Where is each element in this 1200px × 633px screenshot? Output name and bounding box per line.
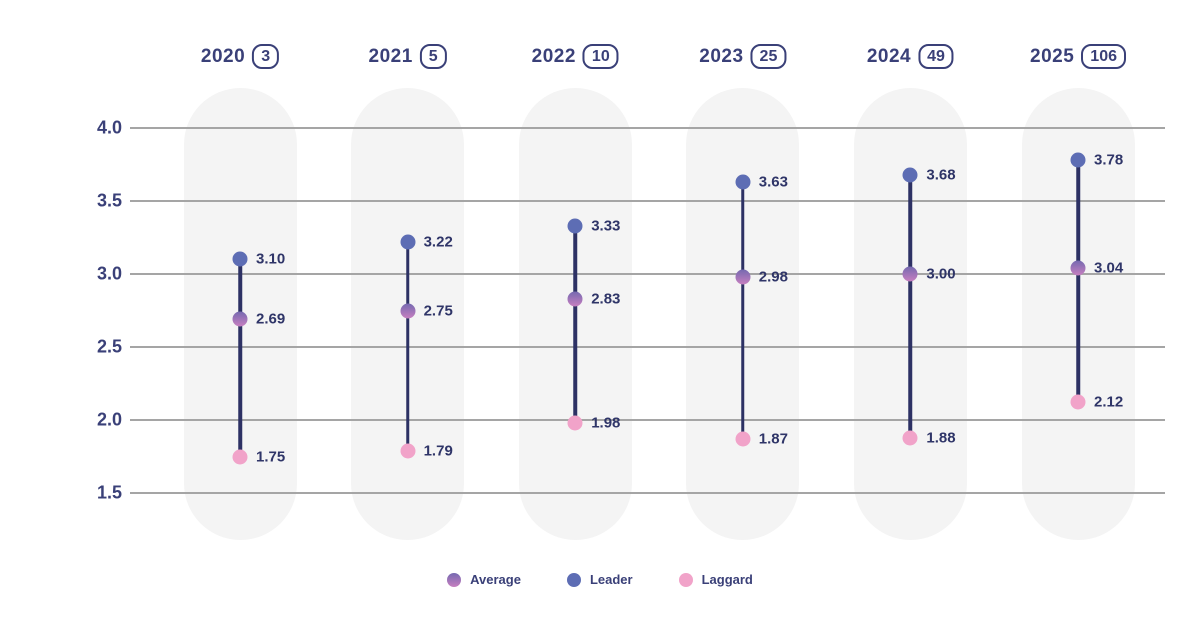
legend-label: Leader bbox=[589, 572, 633, 587]
count-badge: 10 bbox=[582, 44, 619, 69]
value-label: 1.79 bbox=[423, 442, 453, 460]
column-header-2022: 2022 10 bbox=[532, 44, 619, 69]
count-badge: 49 bbox=[918, 44, 954, 69]
range-connector bbox=[908, 174, 913, 438]
data-point-average bbox=[902, 266, 918, 282]
data-point-average bbox=[400, 303, 416, 318]
data-point-leader bbox=[1070, 152, 1086, 168]
data-point-leader bbox=[232, 251, 248, 267]
data-point-leader bbox=[902, 167, 918, 183]
range-connector bbox=[238, 259, 242, 457]
gridline bbox=[130, 346, 1165, 348]
data-point-leader bbox=[567, 218, 583, 234]
data-point-laggard bbox=[1070, 394, 1086, 410]
count-badge: 106 bbox=[1081, 44, 1126, 69]
value-label: 3.68 bbox=[926, 166, 956, 184]
value-label: 3.22 bbox=[423, 233, 453, 251]
gridline bbox=[130, 492, 1165, 494]
value-label: 3.63 bbox=[758, 173, 788, 191]
year-label: 2023 bbox=[699, 45, 744, 67]
column-header-2025: 2025 106 bbox=[1030, 44, 1126, 69]
range-connector bbox=[405, 241, 410, 451]
year-label: 2025 bbox=[1030, 45, 1075, 67]
data-point-average bbox=[567, 291, 583, 307]
value-label: 1.87 bbox=[758, 430, 788, 448]
year-label: 2020 bbox=[200, 45, 246, 67]
value-label: 2.83 bbox=[591, 290, 621, 308]
legend-item-leader: Leader bbox=[566, 572, 633, 587]
gridline bbox=[130, 200, 1165, 202]
range-connector bbox=[573, 225, 577, 423]
value-label: 3.04 bbox=[1094, 259, 1124, 277]
legend-dot-leader bbox=[566, 572, 581, 587]
legend-item-average: Average bbox=[447, 572, 521, 587]
column-header-2021: 2021 5 bbox=[369, 44, 447, 69]
data-point-laggard bbox=[567, 415, 583, 431]
value-label: 2.75 bbox=[423, 302, 453, 319]
data-point-leader bbox=[400, 234, 416, 250]
legend-label: Average bbox=[470, 572, 521, 587]
column-header-2024: 2024 49 bbox=[867, 44, 954, 69]
gridline bbox=[130, 127, 1165, 129]
data-point-average bbox=[1070, 260, 1086, 276]
data-point-leader bbox=[735, 174, 751, 190]
y-axis-tick-label: 2.5 bbox=[96, 336, 122, 357]
count-badge: 25 bbox=[750, 44, 787, 69]
column-header-2023: 2023 25 bbox=[699, 44, 787, 69]
gridline bbox=[130, 273, 1165, 275]
legend-item-laggard: Laggard bbox=[678, 572, 753, 587]
column-header-2020: 2020 3 bbox=[200, 44, 280, 69]
legend-label: Laggard bbox=[701, 572, 753, 587]
y-axis-tick-label: 2.0 bbox=[96, 409, 122, 430]
value-label: 1.88 bbox=[926, 429, 956, 447]
y-axis-tick-label: 3.0 bbox=[96, 263, 122, 284]
legend-dot-average bbox=[447, 572, 462, 587]
value-label: 2.69 bbox=[256, 310, 286, 328]
year-label: 2024 bbox=[866, 45, 912, 67]
data-point-laggard bbox=[400, 443, 416, 459]
chart-legend: Average Leader Laggard bbox=[0, 572, 1200, 587]
count-badge: 3 bbox=[252, 44, 280, 69]
value-label: 3.78 bbox=[1094, 151, 1124, 169]
year-label: 2022 bbox=[531, 45, 576, 67]
legend-dot-laggard bbox=[678, 572, 693, 587]
value-label: 3.33 bbox=[591, 217, 621, 235]
count-badge: 5 bbox=[419, 44, 447, 69]
value-label: 3.10 bbox=[256, 250, 286, 268]
value-label: 3.00 bbox=[926, 265, 956, 283]
y-axis-tick-label: 1.5 bbox=[96, 482, 122, 503]
value-label: 1.98 bbox=[591, 414, 621, 432]
data-point-laggard bbox=[902, 430, 918, 446]
range-connector bbox=[741, 182, 745, 439]
year-label: 2021 bbox=[368, 45, 413, 67]
data-point-laggard bbox=[735, 431, 751, 447]
range-connector bbox=[1076, 160, 1080, 403]
data-point-average bbox=[735, 269, 751, 285]
gridline bbox=[130, 419, 1165, 421]
value-label: 2.98 bbox=[758, 268, 788, 286]
y-axis-tick-label: 3.5 bbox=[96, 190, 122, 211]
data-point-laggard bbox=[232, 449, 248, 464]
y-axis-tick-label: 4.0 bbox=[96, 117, 122, 138]
data-point-average bbox=[232, 311, 248, 327]
value-label: 1.75 bbox=[256, 448, 286, 465]
value-label: 2.12 bbox=[1094, 393, 1124, 411]
